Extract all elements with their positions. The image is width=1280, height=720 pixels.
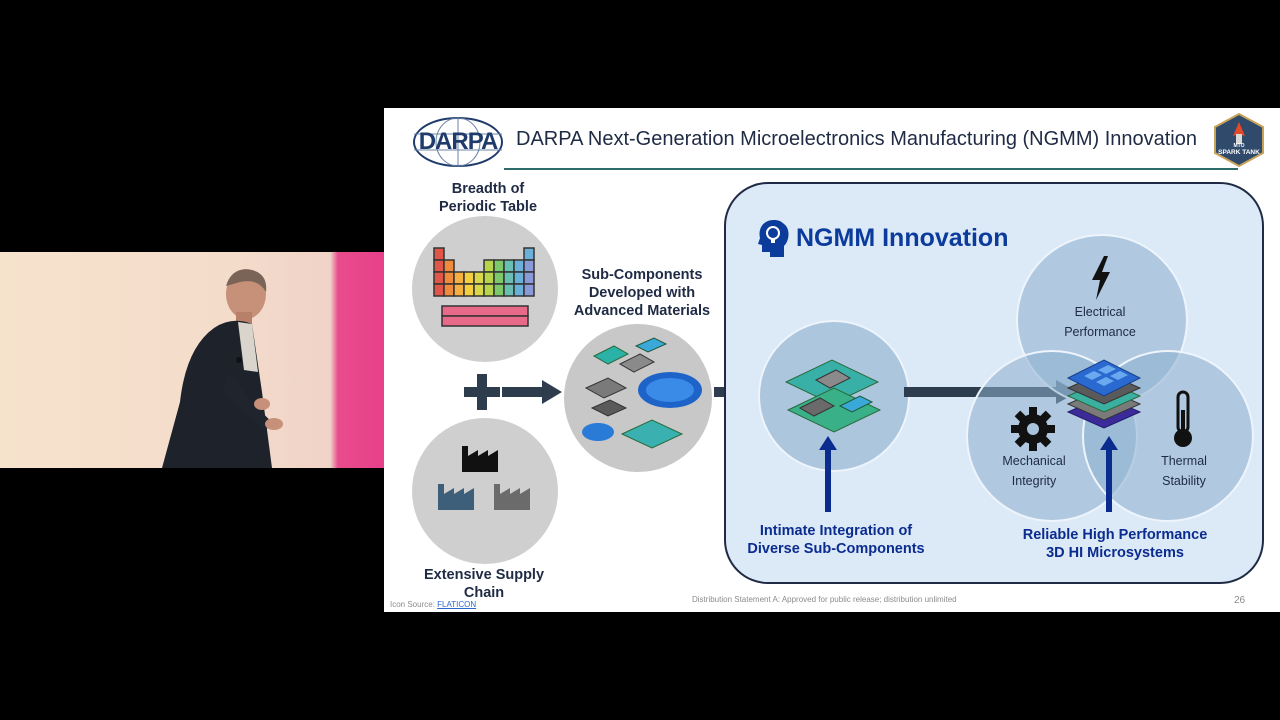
plus-icon <box>464 374 500 410</box>
subcomponents-icon <box>582 337 702 449</box>
presentation-slide: DARPA DARPA Next-Generation Microelectro… <box>384 108 1280 612</box>
flaticon-link[interactable]: FLATICON <box>437 600 477 609</box>
icon-source-credit: Icon Source: FLATICON <box>390 600 476 609</box>
darpa-logo-text: DARPA <box>418 128 499 155</box>
periodic-table-circle <box>412 216 558 362</box>
supply-chain-label: Extensive Supply Chain <box>410 566 558 602</box>
3d-microsystem-stack-icon <box>1066 359 1142 429</box>
gear-icon <box>1011 407 1055 451</box>
factory-icon <box>438 446 530 510</box>
label-line: Extensive Supply <box>423 567 545 583</box>
venn-line: Performance <box>1064 325 1136 339</box>
label-line: Developed with <box>588 285 696 301</box>
speaker-figure <box>162 269 283 468</box>
supply-chain-circle <box>412 418 558 564</box>
reliable-microsystems-label: Reliable High Performance 3D HI Microsys… <box>1000 526 1230 562</box>
integration-label: Intimate Integration of Diverse Sub-Comp… <box>736 522 936 558</box>
venn-line: Thermal <box>1161 454 1207 468</box>
slide-title: DARPA Next-Generation Microelectronics M… <box>516 128 1197 150</box>
arrow-to-subcomponents <box>502 380 562 404</box>
electrical-performance-label: Electrical Performance <box>1040 302 1160 342</box>
speaker-video-feed <box>0 252 384 468</box>
subcomponents-label: Sub-Components Developed with Advanced M… <box>558 266 726 320</box>
label-line: 3D HI Microsystems <box>1046 545 1184 561</box>
up-arrow-integration <box>819 436 837 512</box>
label-line: Intimate Integration of <box>759 523 913 539</box>
page-number: 26 <box>1234 595 1246 606</box>
spark-tank-badge: MTO SPARK TANK <box>1212 112 1266 168</box>
lightbulb-head-icon <box>758 220 789 257</box>
thermal-stability-label: Thermal Stability <box>1124 451 1244 491</box>
integrated-components-icon <box>784 359 882 433</box>
venn-line: Integrity <box>1011 474 1057 488</box>
label-line: Advanced Materials <box>573 303 711 319</box>
label-line: Sub-Components <box>581 267 703 283</box>
title-rule <box>504 168 1238 170</box>
venn-line: Electrical <box>1074 305 1126 319</box>
up-arrow-reliable <box>1100 436 1118 512</box>
thermometer-icon <box>1174 390 1192 447</box>
periodic-table-icon <box>433 247 535 327</box>
venn-line: Mechanical <box>1002 454 1066 468</box>
darpa-logo: DARPA <box>412 116 504 168</box>
venn-line: Stability <box>1162 474 1206 488</box>
lightning-icon <box>1092 256 1110 300</box>
badge-text: SPARK TANK <box>1218 149 1260 156</box>
subcomponents-circle <box>564 324 712 472</box>
icon-source-prefix: Icon Source: <box>390 600 438 609</box>
integration-circle <box>758 320 910 472</box>
label-line: Periodic Table <box>438 199 538 215</box>
badge-text-top: MTO <box>1233 143 1245 149</box>
mechanical-integrity-label: Mechanical Integrity <box>974 451 1094 491</box>
label-line: Reliable High Performance <box>1022 527 1208 543</box>
distribution-statement: Distribution Statement A: Approved for p… <box>692 595 957 604</box>
label-line: Breadth of <box>451 181 525 197</box>
label-line: Diverse Sub-Components <box>747 541 925 557</box>
label-line: Chain <box>463 585 505 601</box>
ngmm-title: NGMM Innovation <box>796 224 1009 252</box>
breadth-periodic-table-label: Breadth of Periodic Table <box>414 180 562 216</box>
